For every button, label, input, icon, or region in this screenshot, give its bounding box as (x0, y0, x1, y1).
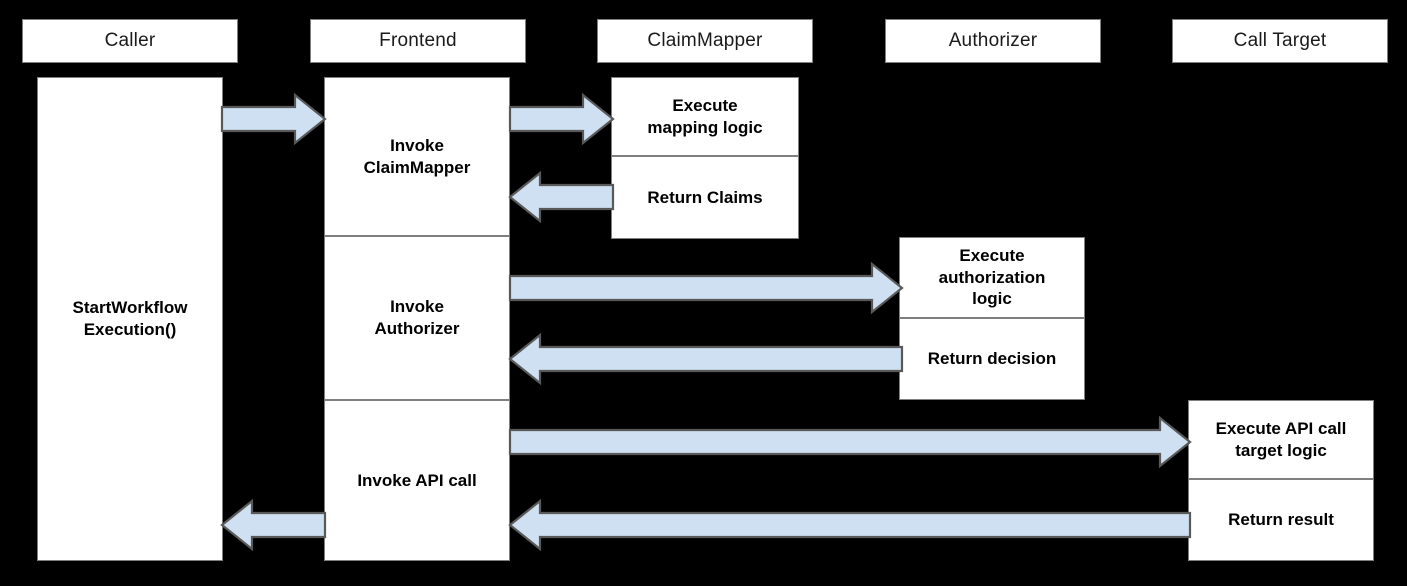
activation-invoke-api-call-label: Invoke API call (357, 470, 477, 490)
activation-invoke-claimmapper[interactable]: Invoke ClaimMapper (324, 77, 510, 236)
activation-return-decision[interactable]: Return decision (899, 318, 1085, 400)
arrow-claimmapper-to-frontend[interactable] (508, 170, 615, 224)
activation-execute-authorization-logic-label: Execute authorization logic (938, 245, 1046, 309)
activation-return-result-label: Return result (1228, 510, 1334, 530)
arrow-frontend-to-claimmapper[interactable] (508, 92, 615, 146)
arrow-calltarget-to-frontend[interactable] (508, 498, 1192, 552)
lane-header-calltarget-label: Call Target (1233, 30, 1327, 51)
activation-return-claims[interactable]: Return Claims (611, 156, 799, 239)
activation-invoke-api-call[interactable]: Invoke API call (324, 400, 510, 561)
lane-header-calltarget[interactable]: Call Target (1172, 19, 1388, 63)
activation-invoke-authorizer[interactable]: Invoke Authorizer (324, 236, 510, 400)
activation-invoke-authorizer-label: Invoke Authorizer (374, 297, 460, 338)
activation-execute-api-call-target-logic-label: Execute API call target logic (1215, 418, 1347, 460)
activation-return-result[interactable]: Return result (1188, 479, 1374, 561)
activation-start-workflow-execution-label: StartWorkflow Execution() (72, 298, 188, 339)
arrow-frontend-to-caller[interactable] (220, 498, 327, 552)
lane-header-claimmapper[interactable]: ClaimMapper (597, 19, 813, 63)
arrow-caller-to-frontend[interactable] (220, 92, 327, 146)
activation-execute-api-call-target-logic[interactable]: Execute API call target logic (1188, 400, 1374, 479)
lane-header-authorizer-label: Authorizer (948, 30, 1038, 51)
activation-execute-mapping-logic[interactable]: Execute mapping logic (611, 77, 799, 156)
lane-header-caller[interactable]: Caller (22, 19, 238, 63)
lane-header-frontend[interactable]: Frontend (310, 19, 526, 63)
activation-execute-authorization-logic[interactable]: Execute authorization logic (899, 237, 1085, 318)
arrow-frontend-to-authorizer[interactable] (508, 261, 904, 315)
lane-header-authorizer[interactable]: Authorizer (885, 19, 1101, 63)
lane-header-claimmapper-label: ClaimMapper (647, 30, 763, 51)
lane-header-frontend-label: Frontend (379, 30, 457, 51)
arrow-frontend-to-calltarget[interactable] (508, 415, 1192, 469)
lane-header-caller-label: Caller (104, 30, 156, 51)
activation-invoke-claimmapper-label: Invoke ClaimMapper (363, 135, 471, 177)
activation-return-decision-label: Return decision (927, 349, 1057, 369)
activation-execute-mapping-logic-label: Execute mapping logic (647, 95, 763, 137)
activation-start-workflow-execution[interactable]: StartWorkflow Execution() (37, 77, 223, 561)
arrow-authorizer-to-frontend[interactable] (508, 332, 904, 386)
activation-return-claims-label: Return Claims (647, 187, 763, 207)
